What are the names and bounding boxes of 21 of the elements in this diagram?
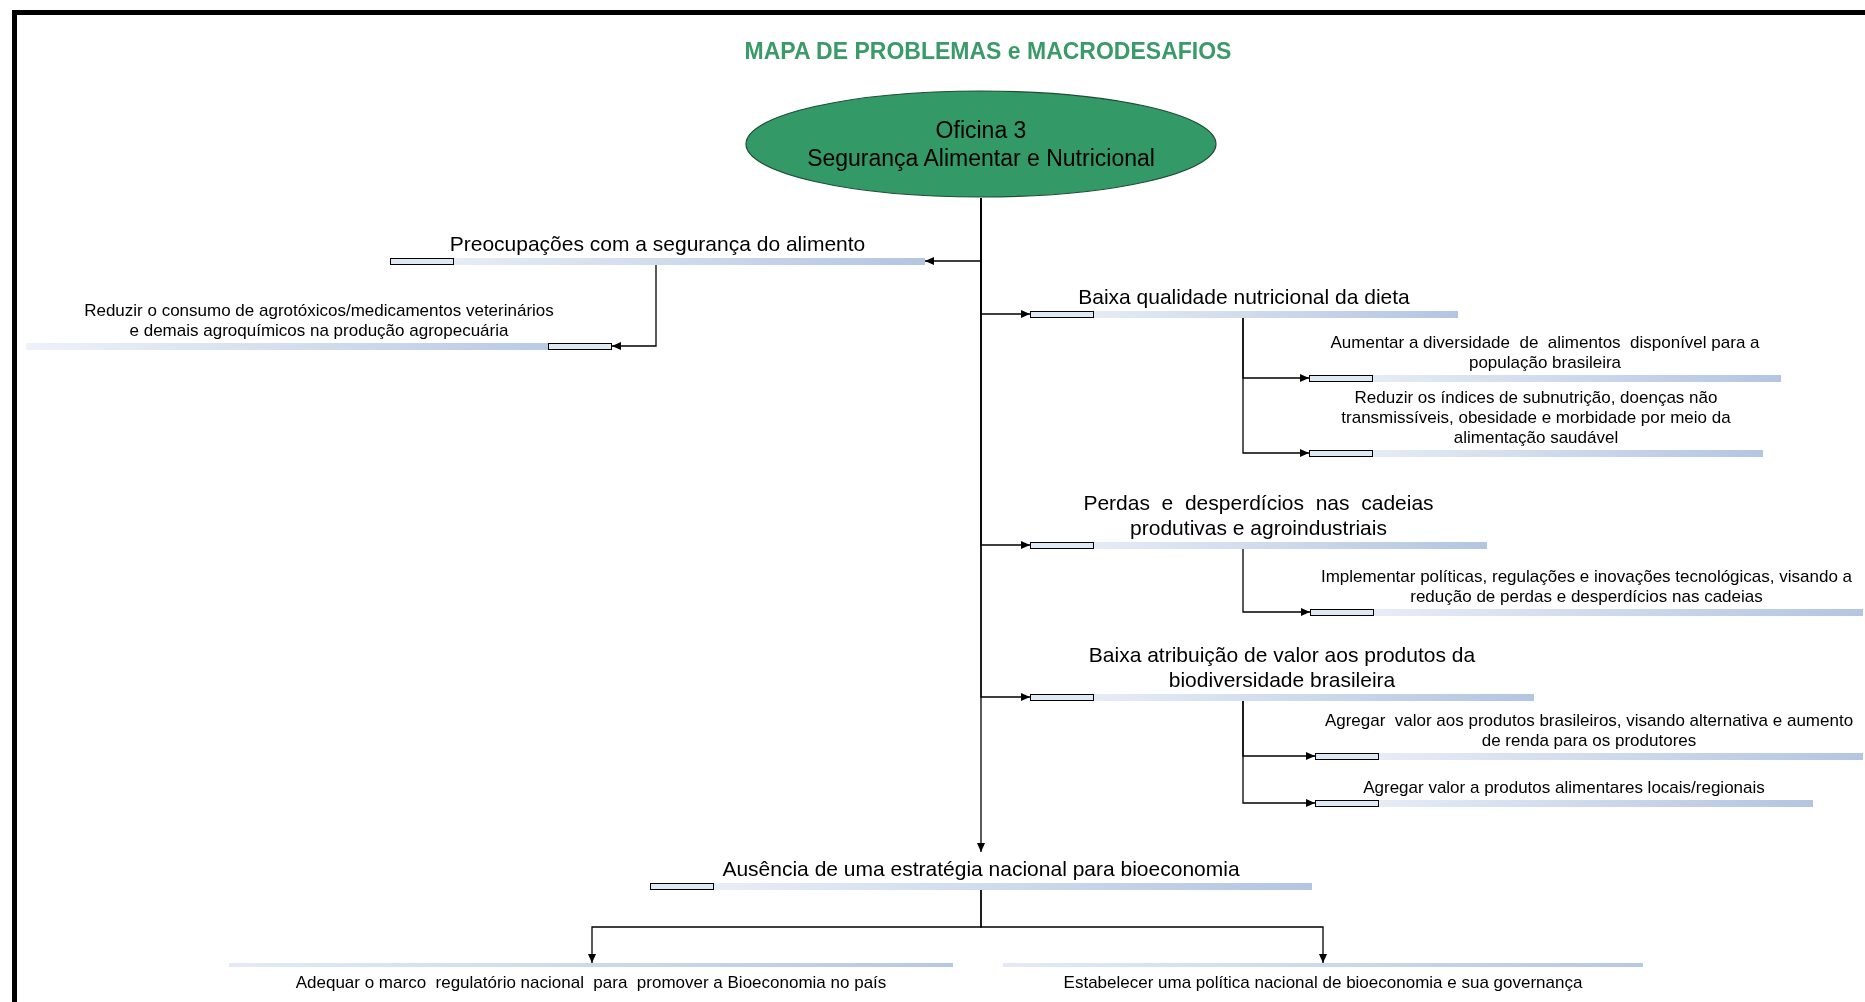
node-text: Preocupações com a segurança do alimento: [448, 231, 867, 256]
node-text: Baixa qualidade nutricional da dieta: [1077, 284, 1411, 309]
connector-arrow: [1242, 700, 1316, 807]
connector-arrow: [1242, 548, 1311, 616]
node-text: Perdas e desperdícios nas cadeias produtivas e agroindustriais: [1082, 490, 1435, 540]
node-text: Reduzir o consumo de agrotóxicos/medicamentos veterinários e demais agroquímicos na produção agropecuária: [84, 301, 554, 341]
connector-arrow: [611, 264, 657, 350]
node-text: Oficina 3: [935, 116, 1027, 144]
node-text: Aumentar a diversidade de alimentos disponível para a população brasileira: [1329, 333, 1761, 373]
node-text: Agregar valor a produtos alimentares locais/regionais: [1363, 778, 1765, 798]
node-text: Baixa atribuição de valor aos produtos da biodiversidade brasileira: [1087, 642, 1477, 692]
node-text: Agregar valor aos produtos brasileiros, visando alternativa e aumento de renda para os produtores: [1323, 711, 1855, 751]
node-text: Adequar o marco regulatório nacional para promover a Bioeconomia no país: [295, 973, 887, 993]
node-text: Ausência de uma estratégia nacional para bioeconomia: [721, 856, 1241, 881]
node-text: Implementar políticas, regulações e inovações tecnológicas, visando a redução de perdas e desperdícios nas cadeias: [1319, 567, 1854, 607]
node-text: Reduzir os índices de subnutrição, doenças não transmissíveis, obesidade e morbidade por meio da alimentação saudável: [1340, 388, 1732, 448]
node-text: Estabelecer uma política nacional de bioeconomia e sua governança: [1063, 973, 1583, 993]
connector-arrow: [980, 889, 1327, 964]
connector-arrow: [1242, 317, 1310, 457]
node-text: Segurança Alimentar e Nutricional: [807, 144, 1155, 172]
diagram-title: MAPA DE PROBLEMAS e MACRODESAFIOS: [743, 37, 1233, 66]
